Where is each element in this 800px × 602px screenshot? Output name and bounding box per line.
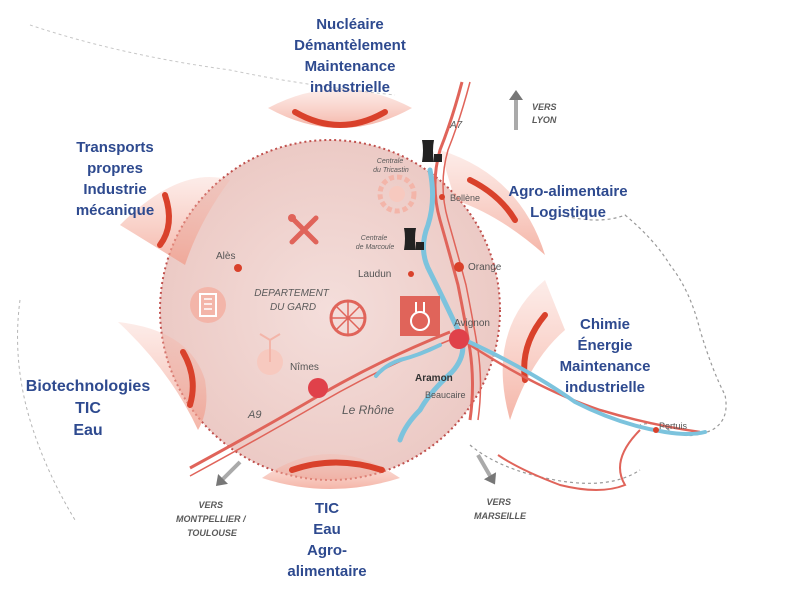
region-border-west xyxy=(17,299,76,521)
pertuis-dot xyxy=(653,427,659,433)
nimes-dot xyxy=(308,378,328,398)
gear-icon xyxy=(377,174,417,214)
a7-highway xyxy=(433,81,474,421)
sector-northwest-line-1: Transports xyxy=(76,139,154,156)
sector-east-label: Chimie Énergie Maintenance industrielle xyxy=(540,314,670,398)
town-laudun: Laudun xyxy=(358,269,391,280)
region-border-north xyxy=(29,24,396,96)
a7-label: A7 xyxy=(449,120,463,131)
sector-arc-north xyxy=(268,89,412,128)
building-icon xyxy=(190,287,226,323)
sector-south-line-1: TIC xyxy=(314,500,340,517)
sector-north-line-2: Démantèlement xyxy=(294,37,406,54)
arrow-up-icon xyxy=(509,90,523,130)
sector-west-line-3: Eau xyxy=(73,422,103,439)
vers-lyon-label: VERS LYON xyxy=(532,102,559,125)
town-ales: Alès xyxy=(216,251,235,262)
town-aramon: Aramon xyxy=(415,373,453,384)
sector-east-line-4: industrielle xyxy=(564,379,646,396)
compass-icon xyxy=(329,299,367,337)
rhone-branch xyxy=(374,343,442,378)
sector-northeast-line-1: Agro-alimentaire xyxy=(508,183,628,200)
town-nimes: Nîmes xyxy=(290,362,319,373)
region-border-south xyxy=(469,444,641,484)
centrale-marcoule-label: Centrale de Marcoule xyxy=(356,235,395,251)
department-label: DEPARTEMENT DU GARD xyxy=(254,288,331,313)
town-bollene: Bollène xyxy=(450,193,480,203)
sector-west-line-2: TIC xyxy=(75,400,101,417)
sector-northeast-line-2: Logistique xyxy=(530,204,606,221)
sector-south-line-4: alimentaire xyxy=(287,563,367,580)
sector-northeast-label: Agro-alimentaire Logistique xyxy=(488,181,648,223)
sector-north-label: Nucléaire Démantèlement Maintenance indu… xyxy=(280,14,420,98)
sector-northwest-label: Transports propres Industrie mécanique xyxy=(50,137,180,221)
sector-northwest-line-4: mécanique xyxy=(75,202,155,219)
sector-arc-west xyxy=(118,322,207,430)
durance-river xyxy=(463,338,707,436)
a9-label: A9 xyxy=(247,409,261,421)
town-orange: Orange xyxy=(468,262,502,273)
tools-icon xyxy=(288,214,319,245)
arrow-down-right-icon xyxy=(476,454,497,485)
vers-marseille-label: VERS MARSEILLE xyxy=(474,497,527,521)
river-label: Le Rhône xyxy=(342,403,394,417)
nuclear-plant-icon-marcoule xyxy=(404,228,424,250)
sector-arc-northeast xyxy=(440,150,545,255)
town-pertuis: Pertuis xyxy=(659,421,688,431)
sector-north-line-4: industrielle xyxy=(309,79,391,96)
sector-east-line-1: Chimie xyxy=(579,316,630,333)
sector-arc-south xyxy=(262,454,400,489)
laudun-dot xyxy=(408,271,414,277)
sector-west-label: Biotechnologies TIC Eau xyxy=(8,376,168,442)
sector-northwest-line-2: propres xyxy=(87,160,143,177)
town-beaucaire: Beaucaire xyxy=(425,390,466,400)
sector-northwest-line-3: Industrie xyxy=(83,181,147,198)
avignon-dot xyxy=(449,329,469,349)
arrow-down-left-icon xyxy=(215,460,242,487)
ales-dot xyxy=(234,264,242,272)
sector-south-line-2: Eau xyxy=(313,521,341,538)
orange-dot xyxy=(454,262,464,272)
nuclear-plant-icon-tricastin xyxy=(422,140,442,162)
sector-arc-east xyxy=(502,280,565,420)
sector-south-line-3: Agro- xyxy=(307,542,347,559)
factory-icon xyxy=(400,296,440,336)
sector-west-line-1: Biotechnologies xyxy=(25,378,151,395)
vers-montpellier-label: VERS MONTPELLIER / TOULOUSE xyxy=(176,500,248,538)
sector-north-line-3: Maintenance xyxy=(304,58,396,75)
sector-east-line-3: Maintenance xyxy=(559,358,651,375)
sector-south-label: TIC Eau Agro- alimentaire xyxy=(262,498,392,582)
bollene-dot xyxy=(439,194,445,200)
centrale-tricastin-label: Centrale du Tricastin xyxy=(373,158,409,174)
wind-turbine-icon xyxy=(257,333,283,375)
sector-east-line-2: Énergie xyxy=(577,337,633,354)
sector-north-line-1: Nucléaire xyxy=(316,16,384,33)
sector-arc-northwest xyxy=(120,177,230,265)
durance-road xyxy=(469,343,701,434)
town-avignon: Avignon xyxy=(454,318,490,329)
